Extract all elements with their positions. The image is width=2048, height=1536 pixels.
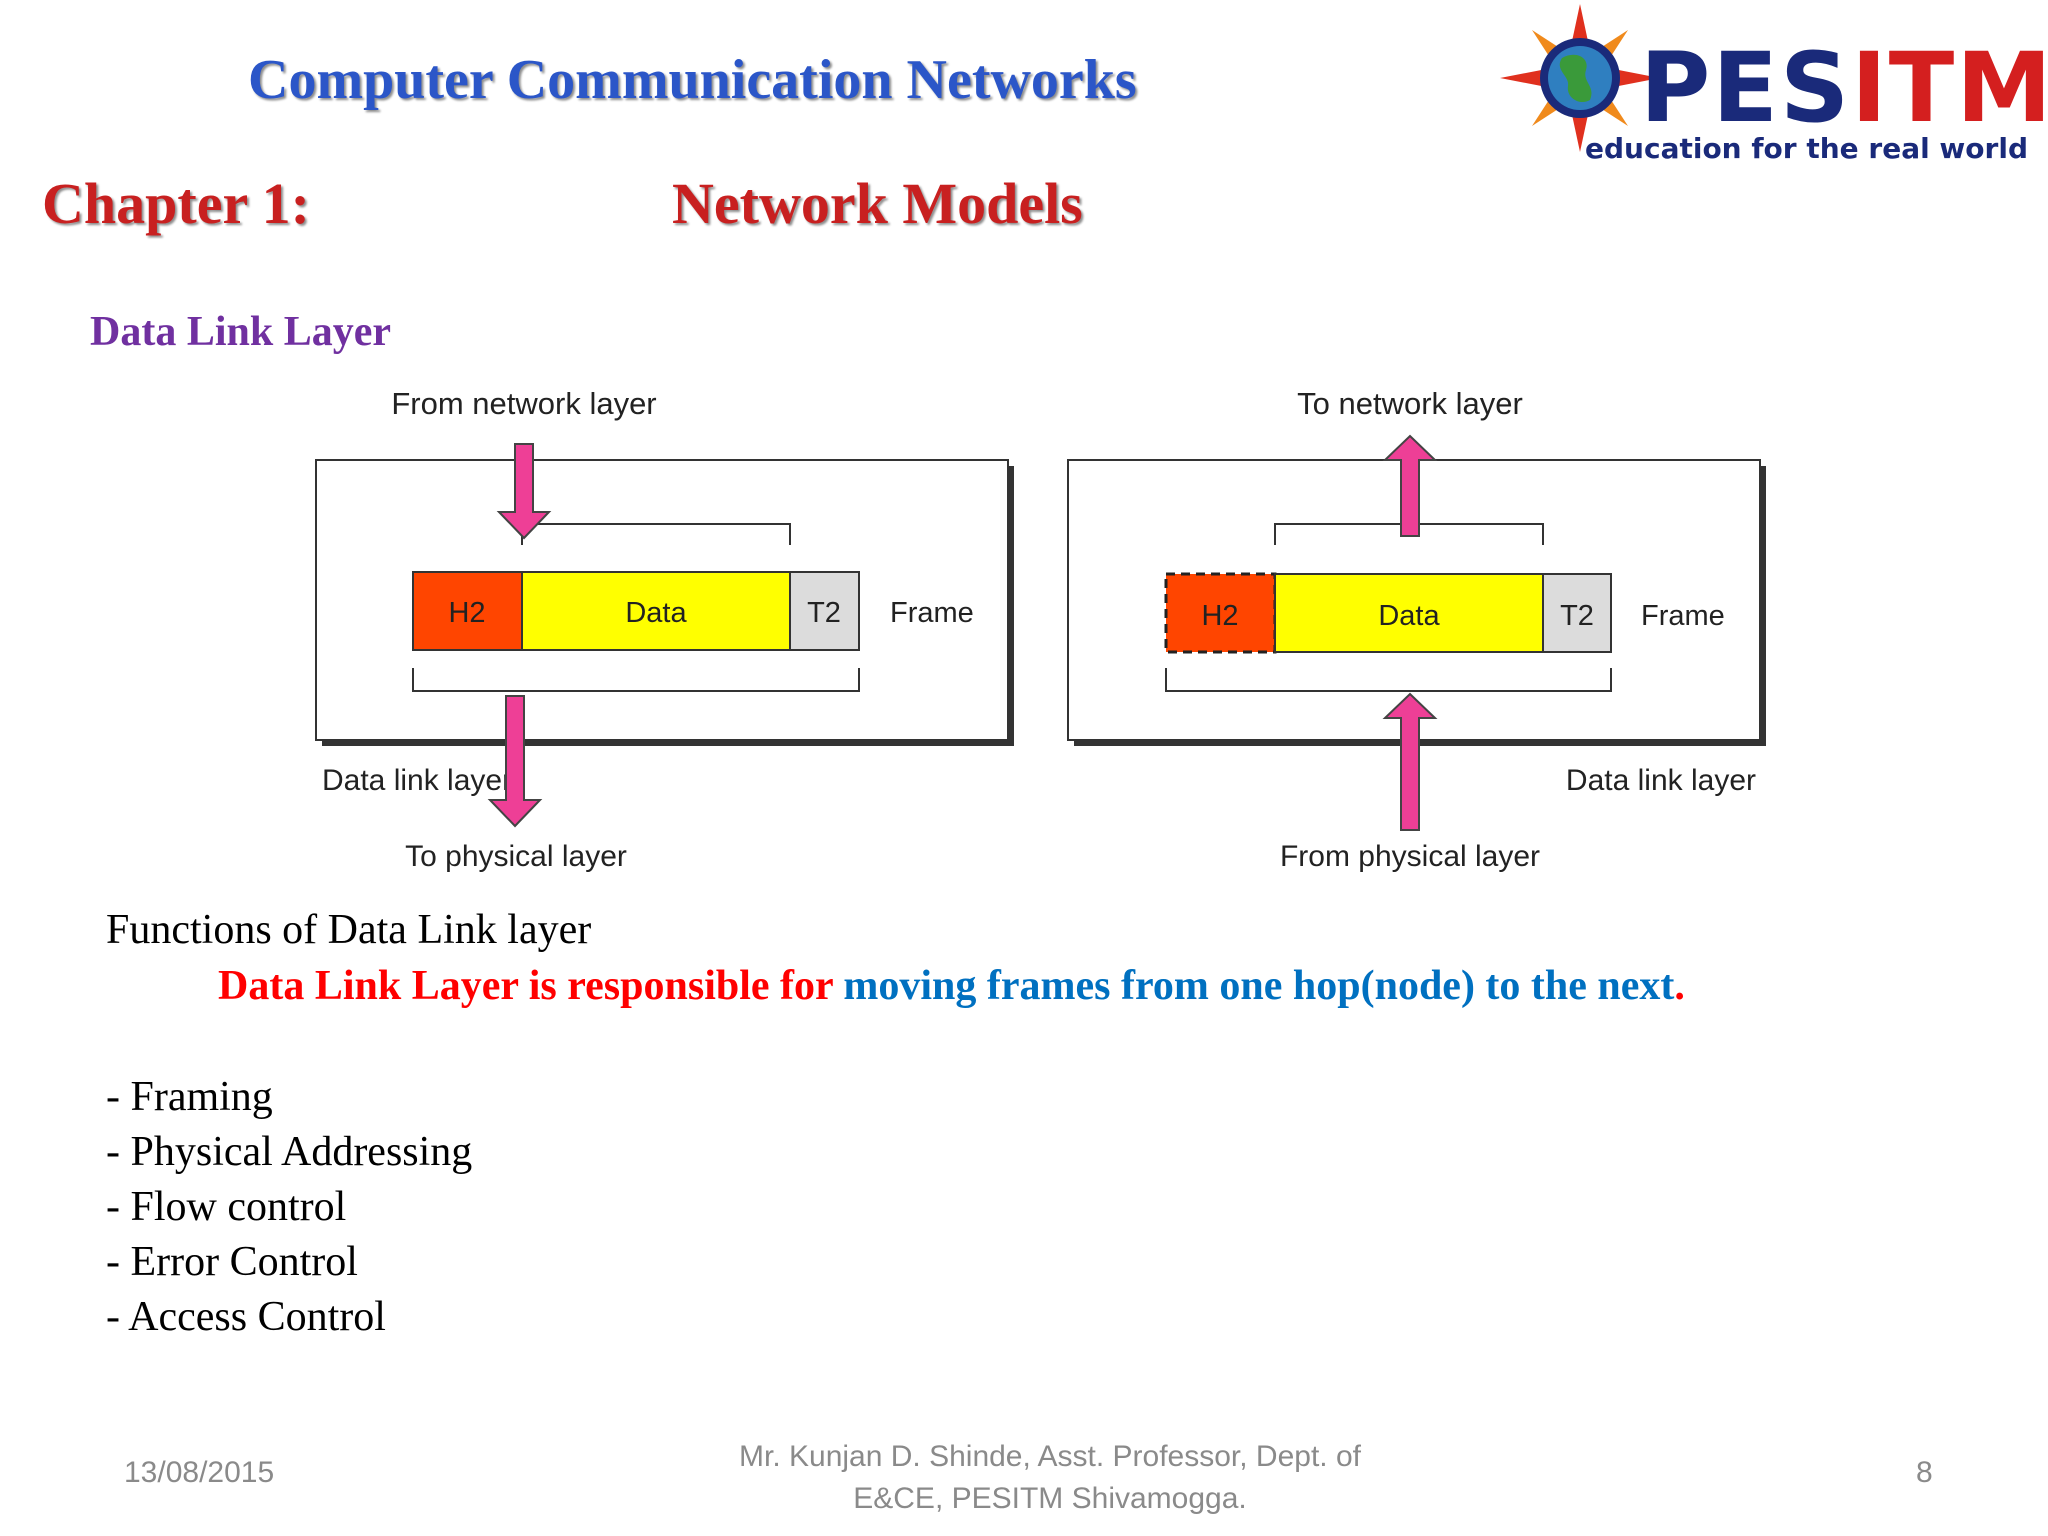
responsibility-statement: Data Link Layer is responsible for movin… [218,962,1685,1010]
receiver-arrow-up-out [1382,434,1438,537]
logo-tagline: education for the real world [1585,132,2028,165]
function-item-error-control: - Error Control [106,1239,358,1285]
course-title: Computer Communication Networks [248,49,1137,111]
function-item-framing: - Framing [106,1074,273,1120]
receiver-label-bottom: From physical layer [1280,840,1540,873]
chapter-title: Network Models [672,171,1083,236]
sender-label-top: From network layer [391,386,656,421]
logo-wordmark-itm: ITM [1851,32,2048,144]
footer-author-line2: E&CE, PESITM Shivamogga. [853,1482,1247,1515]
logo-wordmark-pes: PES [1640,32,1852,144]
receiver-data-field [1274,573,1544,653]
sender-trailer-text: T2 [807,597,841,629]
receiver-layer-label: Data link layer [1566,764,1756,797]
functions-heading: Functions of Data Link layer [106,907,592,953]
functions-list: - Framing - Physical Addressing - Flow c… [106,1070,472,1345]
receiver-diagram: To network layer Data link layer From ph… [1067,386,1766,873]
sender-frame-bracket [412,668,860,692]
sender-arrow-down-in [496,443,552,540]
sender-diagram: From network layer Data link layer To ph… [315,386,1014,873]
function-item-flow-control: - Flow control [106,1184,347,1230]
footer-page-number: 8 [1916,1456,1933,1489]
footer-author-line1: Mr. Kunjan D. Shinde, Asst. Professor, D… [739,1440,1361,1473]
receiver-trailer-t2 [1542,573,1612,653]
data-link-layer-diagram: From network layer Data link layer To ph… [315,386,1766,873]
sender-data-field [521,571,791,651]
receiver-arrow-up-in [1382,692,1438,831]
sender-header-text: H2 [448,597,485,629]
footer-date: 13/08/2015 [124,1456,275,1489]
sender-label-bottom: To physical layer [405,840,627,873]
sender-arrow-down-out [487,695,543,828]
receiver-data-text: Data [1378,600,1440,632]
function-item-physical-addressing: - Physical Addressing [106,1129,473,1175]
responsibility-red-text: Data Link Layer is responsible for [218,963,833,1009]
function-item-access-control: - Access Control [106,1294,386,1340]
section-heading: Data Link Layer [90,309,392,355]
responsibility-period: . [1674,963,1685,1009]
sender-data-text: Data [625,597,687,629]
chapter-label: Chapter 1: [42,171,310,236]
sender-trailer-t2 [789,571,860,651]
logo-wordmark: PESITM [1640,32,2048,144]
sender-layer-label: Data link layer [322,764,512,797]
receiver-header-h2 [1164,572,1277,654]
sender-frame-label: Frame [890,597,974,629]
receiver-header-text: H2 [1201,600,1238,632]
receiver-label-top: To network layer [1297,386,1523,421]
responsibility-blue-text: moving frames from one hop(node) to the … [843,963,1675,1009]
pesitm-logo [1500,4,1660,152]
receiver-trailer-text: T2 [1560,600,1594,632]
receiver-frame-label: Frame [1641,600,1725,632]
receiver-frame-bracket [1165,668,1612,692]
sender-header-h2 [412,571,523,651]
footer-author: Mr. Kunjan D. Shinde, Asst. Professor, D… [700,1436,1400,1520]
